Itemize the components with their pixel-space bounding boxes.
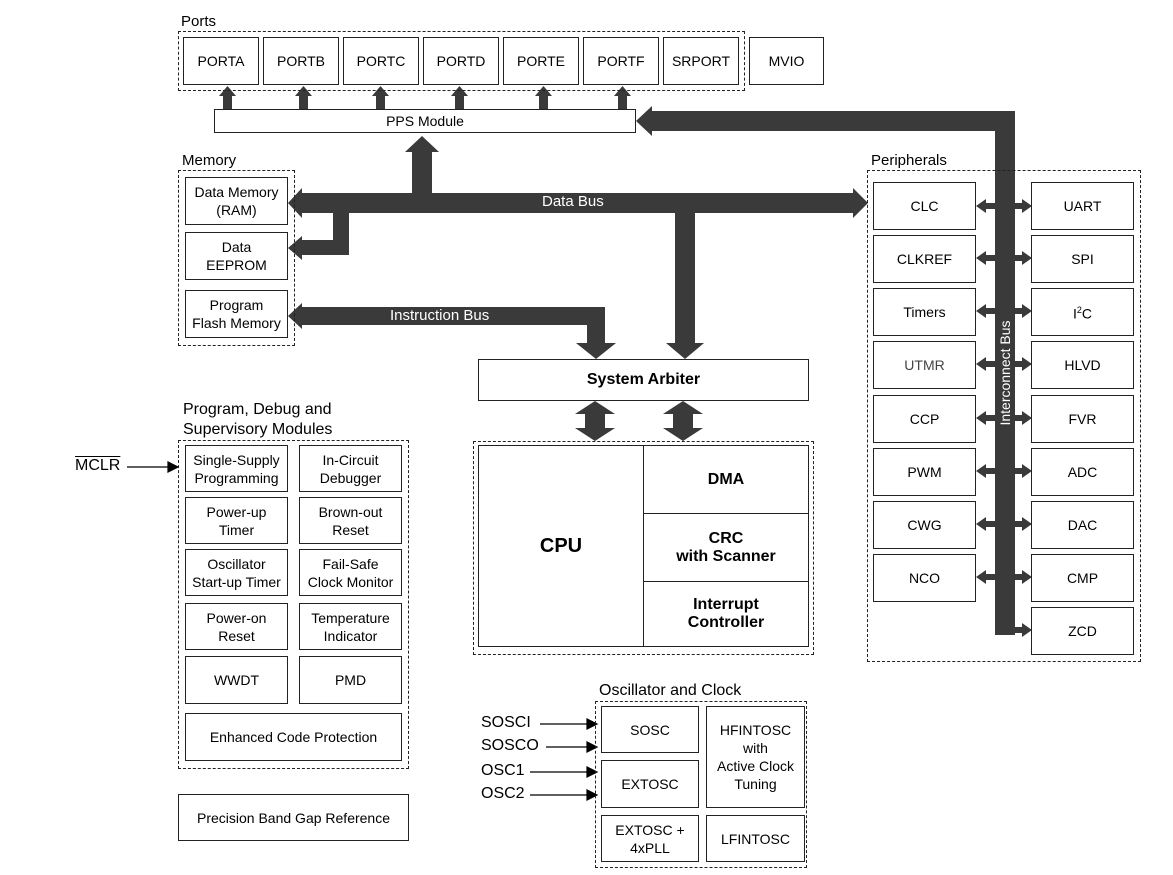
cpu-box: CPU	[478, 445, 644, 647]
core-group	[473, 441, 814, 655]
crc-scanner-box: CRC with Scanner	[643, 513, 809, 582]
periph-zcd: ZCD	[1031, 607, 1134, 655]
sosci-label: SOSCI	[481, 714, 531, 731]
fail-safe-clock-monitor: Fail-Safe Clock Monitor	[299, 549, 402, 596]
osc1-label: OSC1	[481, 762, 525, 779]
data-bus-arrow-left	[288, 188, 302, 218]
mclr-label: MCLR	[75, 457, 121, 474]
ports-group	[178, 31, 745, 91]
program-debug-group	[178, 440, 409, 769]
periph-hlvd: HLVD	[1031, 341, 1134, 389]
data-eeprom: Data EEPROM	[185, 232, 288, 280]
port-arrow	[372, 86, 389, 109]
periph-cmp: CMP	[1031, 554, 1134, 602]
instruction-bus-arrow	[288, 303, 302, 329]
port-f: PORTF	[583, 37, 659, 85]
wwdt-box: WWDT	[185, 656, 288, 704]
periph-dac: DAC	[1031, 501, 1134, 549]
mvio-box: MVIO	[749, 37, 824, 85]
periph-uart: UART	[1031, 182, 1134, 230]
arbiter-arrow-instr	[576, 343, 616, 359]
oscillator-startup-timer: Oscillator Start-up Timer	[185, 549, 288, 596]
program-debug-title: Program, Debug and Supervisory Modules	[183, 401, 333, 438]
power-up-timer: Power-up Timer	[185, 497, 288, 544]
precision-band-gap-reference: Precision Band Gap Reference	[178, 794, 409, 841]
eeprom-arrow	[288, 236, 302, 260]
data-bus-line	[300, 193, 855, 213]
pps-arrow-from-interconnect	[636, 106, 652, 136]
port-b: PORTB	[263, 37, 339, 85]
pmd-box: PMD	[299, 656, 402, 704]
periph-clkref: CLKREF	[873, 235, 976, 283]
oscillator-group	[595, 701, 807, 868]
sosco-label: SOSCO	[481, 737, 539, 754]
periph-fvr: FVR	[1031, 395, 1134, 443]
peripherals-title: Peripherals	[871, 152, 947, 169]
port-d: PORTD	[423, 37, 499, 85]
port-a: PORTA	[183, 37, 259, 85]
instruction-bus-label: Instruction Bus	[390, 307, 490, 324]
data-bus-label: Data Bus	[542, 193, 604, 210]
in-circuit-debugger: In-Circuit Debugger	[299, 445, 402, 492]
memory-group	[178, 170, 295, 346]
port-arrow	[451, 86, 468, 109]
periph-pwm: PWM	[873, 448, 976, 496]
sosc-box: SOSC	[601, 706, 699, 753]
program-flash-memory: Program Flash Memory	[185, 290, 288, 338]
periph-adc: ADC	[1031, 448, 1134, 496]
periph-utmr: UTMR	[873, 341, 976, 389]
port-arrow	[295, 86, 312, 109]
port-arrow	[535, 86, 552, 109]
periph-timers: Timers	[873, 288, 976, 336]
interconnect-bus-line	[995, 111, 1015, 635]
enhanced-code-protection: Enhanced Code Protection	[185, 713, 402, 761]
periph-spi: SPI	[1031, 235, 1134, 283]
pps-module: PPS Module	[214, 109, 636, 133]
peripheral-connectors	[976, 199, 1032, 637]
system-arbiter: System Arbiter	[478, 359, 809, 401]
arbiter-arrow-data	[666, 343, 704, 359]
data-bus-arrow-right	[853, 188, 868, 218]
periph-ccp: CCP	[873, 395, 976, 443]
brown-out-reset: Brown-out Reset	[299, 497, 402, 544]
port-e: PORTE	[503, 37, 579, 85]
temperature-indicator: Temperature Indicator	[299, 603, 402, 650]
periph-i2c-label: I2C	[1072, 305, 1093, 322]
data-memory-ram: Data Memory (RAM)	[185, 177, 288, 225]
port-c: PORTC	[343, 37, 419, 85]
hfintosc-box: HFINTOSC with Active Clock Tuning	[706, 706, 805, 808]
single-supply-programming: Single-Supply Programming	[185, 445, 288, 492]
ports-title: Ports	[181, 13, 217, 30]
periph-clc: CLC	[873, 182, 976, 230]
oscillator-title: Oscillator and Clock	[599, 682, 742, 699]
lfintosc-box: LFINTOSC	[706, 815, 805, 862]
power-on-reset: Power-on Reset	[185, 603, 288, 650]
extosc-pll-box: EXTOSC + 4xPLL	[601, 815, 699, 862]
periph-nco: NCO	[873, 554, 976, 602]
peripherals-group	[867, 170, 1141, 662]
periph-i2c: I2C	[1031, 288, 1134, 336]
interrupt-controller-box: Interrupt Controller	[643, 581, 809, 647]
port-arrow	[219, 86, 236, 109]
port-arrow	[614, 86, 631, 109]
pps-arrow-up	[405, 136, 439, 152]
periph-cwg: CWG	[873, 501, 976, 549]
osc2-label: OSC2	[481, 785, 525, 802]
port-sr: SRPORT	[663, 37, 739, 85]
memory-title: Memory	[182, 152, 237, 169]
extosc-box: EXTOSC	[601, 760, 699, 808]
dma-box: DMA	[643, 445, 809, 514]
